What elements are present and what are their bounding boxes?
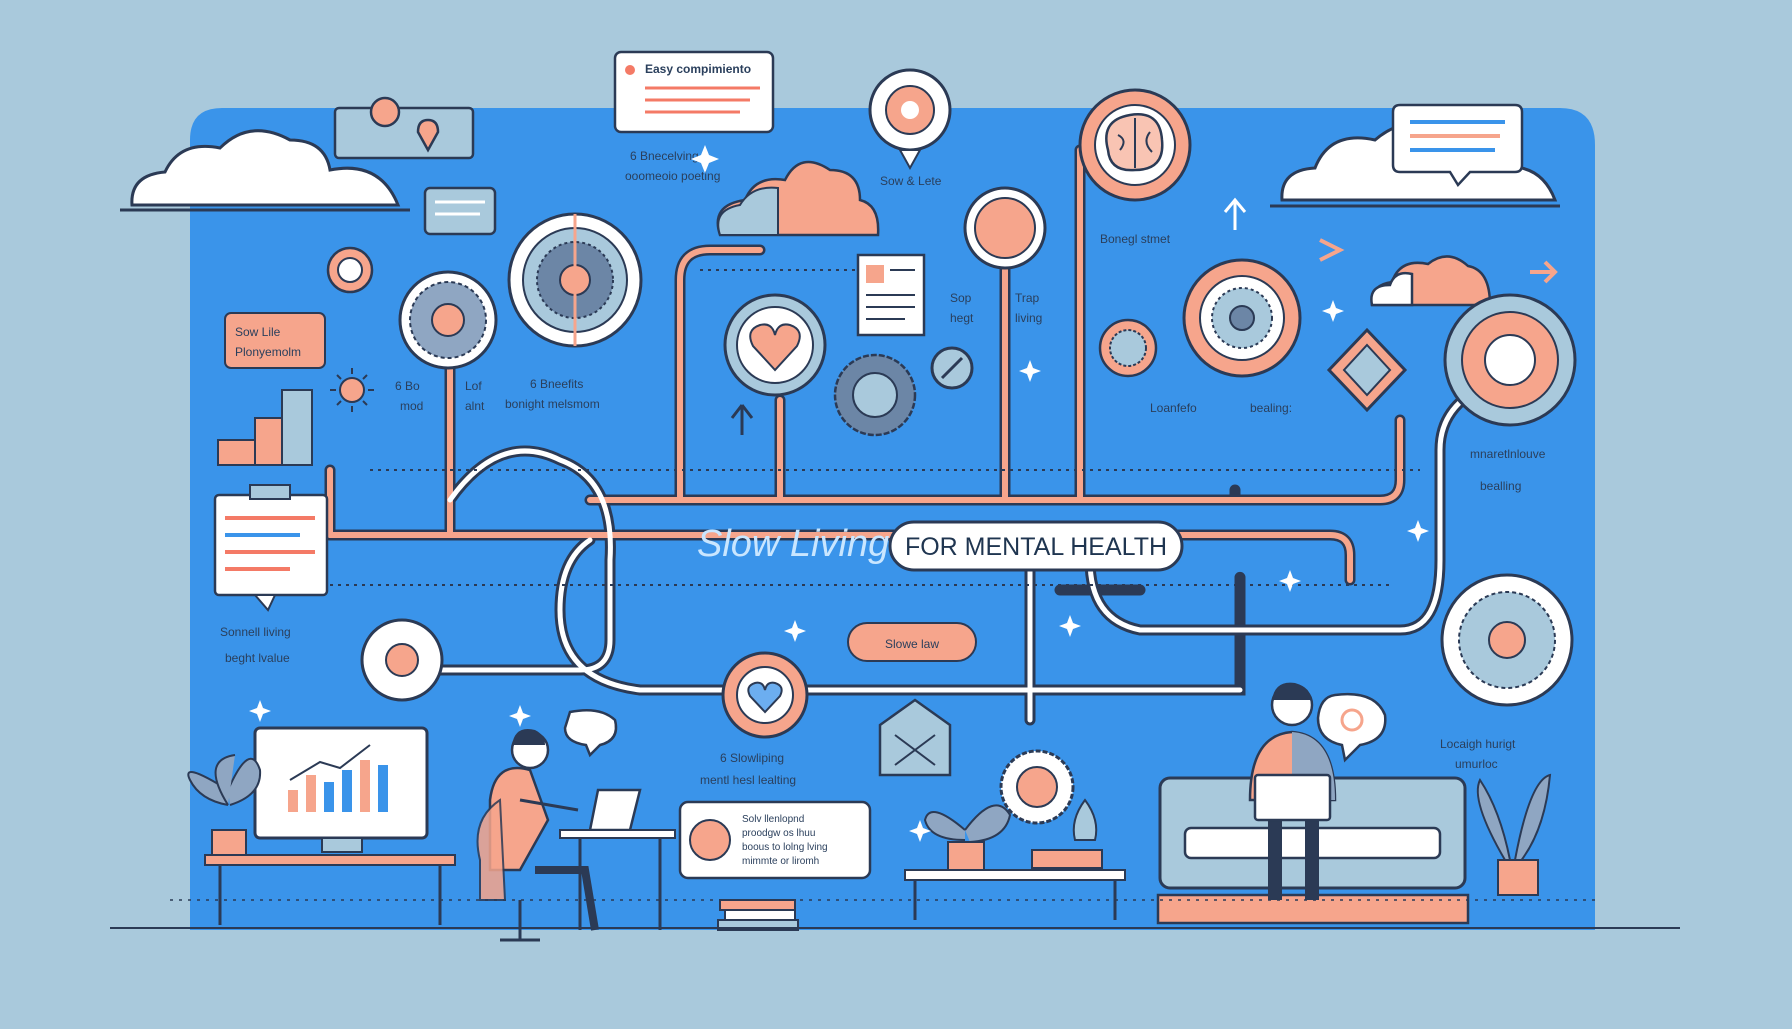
note-1: Solv llenlopnd — [742, 814, 804, 825]
cloud-icon — [1370, 255, 1492, 307]
slow-mental-2: mentl hesl lealting — [700, 773, 796, 787]
slow-life-1: Sow Lile — [235, 325, 281, 339]
slow-living-left-1: Sonnell living — [220, 625, 291, 639]
benefits-top-1: 6 Bnecelving — [630, 149, 699, 163]
arrow-icon — [1223, 197, 1247, 230]
mandala-icon — [1098, 318, 1158, 378]
cloud-icon — [120, 129, 410, 212]
location-card — [333, 96, 475, 160]
sun-icon — [330, 368, 374, 412]
mnatehlouve-2: bealling — [1480, 479, 1521, 493]
mandala-icon — [833, 353, 917, 437]
laptop-icon — [559, 788, 676, 930]
slow-mental-1: 6 Slowliping — [720, 751, 784, 765]
lamp-icon — [1031, 798, 1103, 869]
sparkle-icon — [249, 145, 1429, 842]
cloud-icon — [716, 160, 880, 237]
mandala-icon — [1440, 573, 1574, 707]
steps-icon — [217, 389, 313, 466]
symbol-badge — [963, 186, 1047, 270]
mandala-icon — [1182, 258, 1302, 378]
note-4: mimmte or liromh — [742, 856, 819, 867]
brain-icon — [1078, 88, 1192, 202]
speech-bubble-icon — [1391, 103, 1524, 188]
trap-living-1: Trap — [1015, 291, 1040, 305]
bealing-label: bealing: — [1250, 401, 1292, 415]
slow-lete-label: Sow & Lete — [880, 174, 942, 188]
slow-law-pill: Slowe law — [847, 622, 977, 662]
trap-living-2: living — [1015, 311, 1042, 325]
clipboard-icon — [213, 484, 329, 612]
person-woman — [476, 729, 599, 942]
easy-card: Easy compimiento — [613, 50, 775, 134]
mandala-icon — [1443, 293, 1577, 427]
rail-lines — [330, 269, 1420, 586]
speech-bubble-icon — [1316, 692, 1387, 763]
lef-alnt-2: alnt — [465, 399, 485, 413]
plant-icon — [923, 804, 1012, 871]
mandala-icon — [398, 270, 498, 370]
mandala-icon — [507, 212, 643, 348]
title-pill: FOR MENTAL HEALTH — [888, 520, 1184, 572]
mandala-icon — [326, 246, 374, 294]
note-card: Solv llenlopnd proodgw os lhuu boous to … — [678, 800, 872, 880]
plant-icon — [1476, 773, 1552, 896]
target-badge — [868, 68, 952, 171]
slow-life-tag: Sow Lile Plonyemolm — [224, 312, 326, 369]
laptop-icon — [1253, 773, 1332, 822]
plant-icon — [187, 754, 262, 856]
mandala-icon — [999, 749, 1075, 825]
chart-icon — [253, 726, 429, 853]
locaigh-1: Locaigh hurigt — [1440, 737, 1516, 751]
compass-icon — [930, 346, 974, 390]
loanfefo-label: Loanfefo — [1150, 401, 1197, 415]
heart-icon — [721, 651, 809, 739]
pipe-white — [427, 377, 1503, 723]
arrow-icon — [1319, 238, 1558, 284]
speech-bubble-icon — [423, 186, 497, 236]
b-mod-1: 6 Bo — [395, 379, 420, 393]
heart-icon — [723, 293, 827, 397]
bonegl-label: Bonegl stmet — [1100, 232, 1171, 246]
arrow-icon — [730, 404, 754, 435]
clock-icon — [360, 618, 444, 702]
lef-alnt-1: Lof — [465, 379, 482, 393]
title-pill-text: FOR MENTAL HEALTH — [905, 533, 1167, 561]
sop-hegt-1: Sop — [950, 291, 972, 305]
slow-law-text: Slowe law — [885, 637, 939, 651]
benefits-mid-1: 6 Bneefits — [530, 377, 583, 391]
diamond-icon — [1326, 327, 1408, 413]
document-icon — [856, 253, 926, 337]
easy-card-title: Easy compimiento — [645, 62, 751, 76]
speech-bubble-icon — [563, 709, 618, 758]
desk-left — [204, 854, 456, 925]
note-2: proodgw os lhuu — [742, 828, 815, 839]
house-icon — [878, 698, 952, 777]
locaigh-2: umurloc — [1455, 757, 1498, 771]
main-title: Slow Living — [697, 523, 889, 565]
slow-life-2: Plonyemolm — [235, 345, 301, 359]
slow-living-left-2: beght lvalue — [225, 651, 290, 665]
books-icon — [717, 899, 799, 931]
b-mod-2: mod — [400, 399, 423, 413]
location-pin-icon — [416, 118, 440, 153]
note-3: boous to lolng lving — [742, 842, 828, 853]
sop-hegt-2: hegt — [950, 311, 974, 325]
mnatehlouve-1: mnaretlnlouve — [1470, 447, 1546, 461]
benefits-top-2: ooomeoio poeting — [625, 169, 720, 183]
benefits-mid-2: bonight melsmom — [505, 397, 600, 411]
